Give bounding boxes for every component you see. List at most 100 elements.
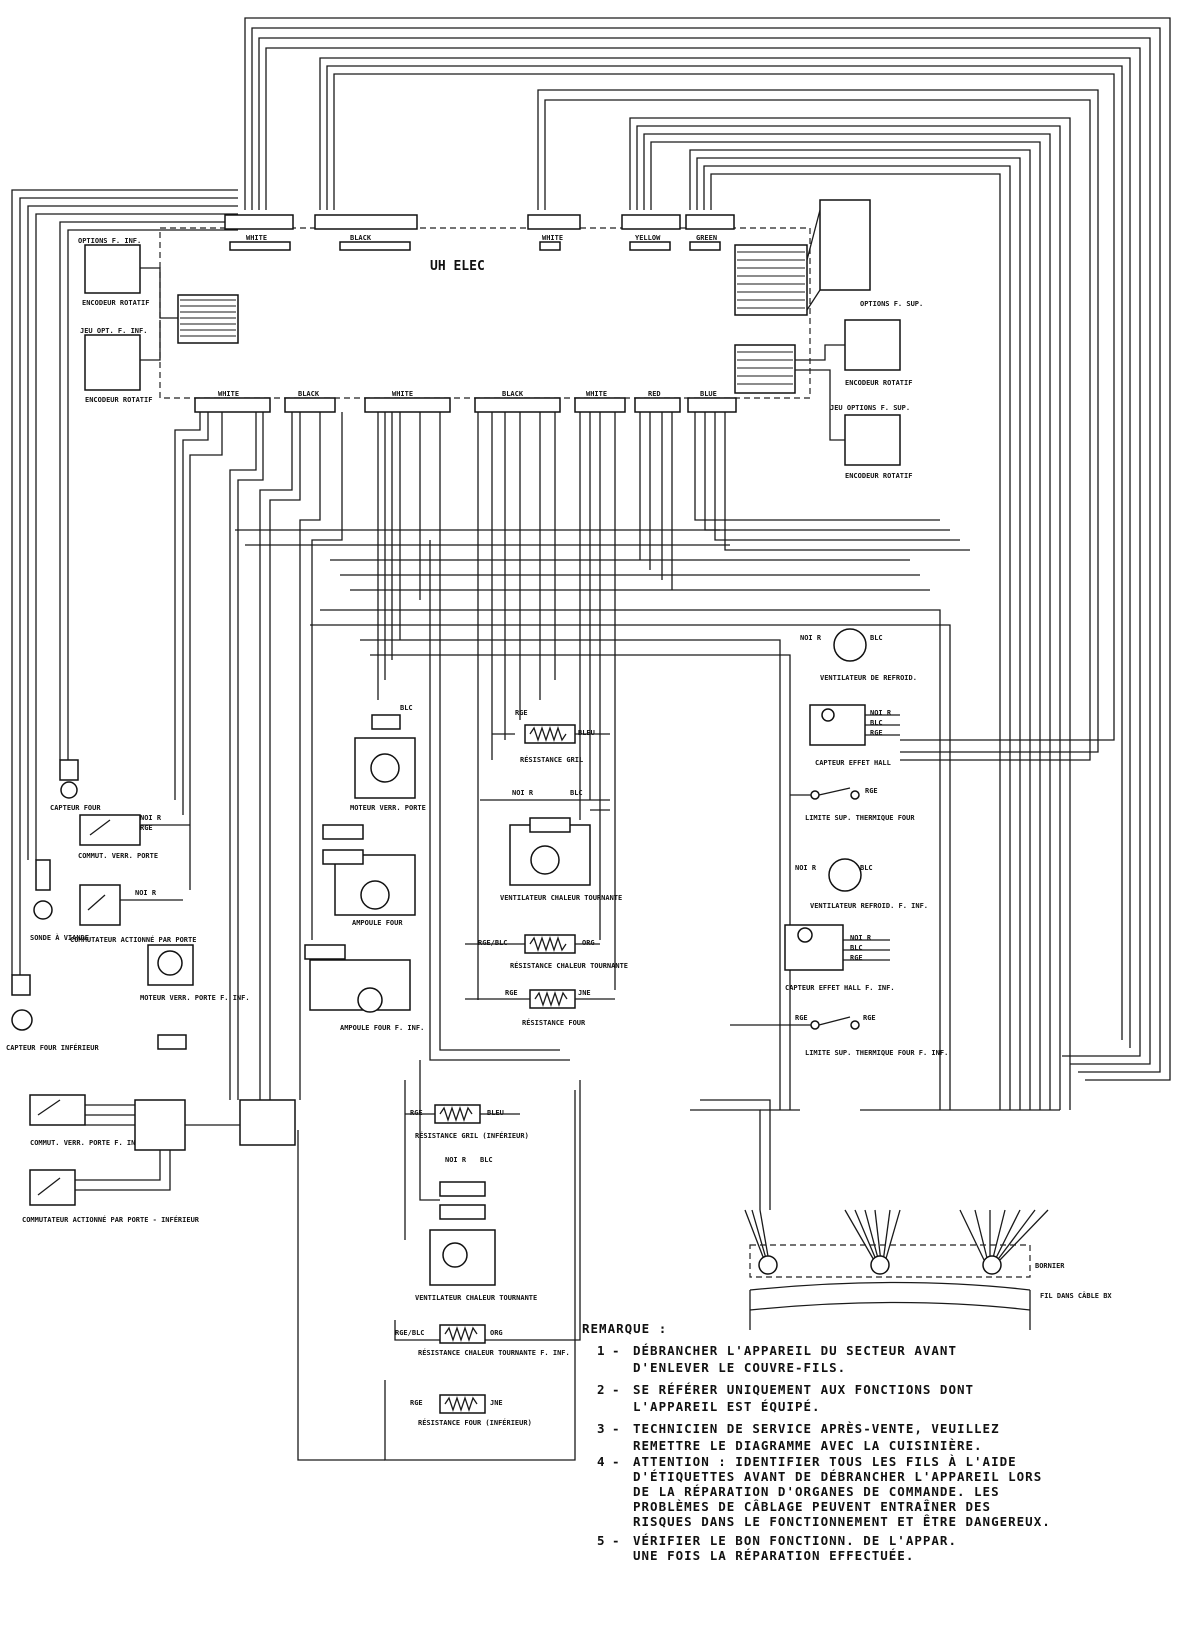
svg-text:BLC: BLC	[870, 634, 883, 642]
svg-text:JNE: JNE	[578, 989, 591, 997]
left-harness	[11, 189, 238, 975]
svg-text:LIMITE SUP. THERMIQUE FOUR F.: LIMITE SUP. THERMIQUE FOUR F. INF.	[805, 1049, 948, 1057]
svg-text:-: -	[612, 1382, 621, 1397]
sonde: SONDE À VIANDE	[30, 859, 89, 942]
svg-text:-: -	[612, 1421, 621, 1436]
svg-text:WHITE: WHITE	[218, 390, 239, 398]
svg-text:RGE: RGE	[505, 989, 518, 997]
svg-text:3: 3	[597, 1421, 606, 1436]
svg-text:NOI R: NOI R	[800, 634, 822, 642]
capteur-hall-inf: NOI R BLC RGE CAPTEUR EFFET HALL F. INF.	[784, 924, 895, 992]
capteur-hall: NOI R BLC RGE CAPTEUR EFFET HALL	[809, 704, 900, 767]
svg-text:NOI R: NOI R	[512, 789, 534, 797]
svg-text:BORNIER: BORNIER	[1035, 1262, 1065, 1270]
note-3-line-1: TECHNICIEN DE SERVICE APRÈS-VENTE, VEUIL…	[633, 1421, 1000, 1436]
svg-text:RÉSISTANCE GRIL (INFÉRIEUR): RÉSISTANCE GRIL (INFÉRIEUR)	[415, 1131, 529, 1140]
svg-text:VENTILATEUR CHALEUR TOURNANTE: VENTILATEUR CHALEUR TOURNANTE	[415, 1294, 537, 1302]
svg-text:CAPTEUR EFFET HALL F. INF.: CAPTEUR EFFET HALL F. INF.	[785, 984, 895, 992]
capteur-four: CAPTEUR FOUR	[50, 759, 101, 812]
connector-hatching	[180, 251, 805, 385]
vent-refroid-inf: NOI R BLC VENTILATEUR REFROID. F. INF.	[795, 858, 928, 910]
vent-chaleur: VENTILATEUR CHALEUR TOURNANTE NOI R BLC	[480, 789, 622, 902]
svg-text:GREEN: GREEN	[696, 234, 717, 242]
svg-text:RÉSISTANCE FOUR (INFÉRIEUR): RÉSISTANCE FOUR (INFÉRIEUR)	[418, 1418, 532, 1427]
svg-text:MOTEUR VERR. PORTE F. INF.: MOTEUR VERR. PORTE F. INF.	[140, 994, 250, 1002]
notes-block: REMARQUE : 1 - DÉBRANCHER L'APPAREIL DU …	[582, 1321, 1050, 1563]
notes-heading: REMARQUE :	[582, 1321, 667, 1336]
note-1-line-1: DÉBRANCHER L'APPAREIL DU SECTEUR AVANT	[633, 1343, 957, 1358]
top-harness	[244, 17, 1171, 1110]
svg-text:AMPOULE FOUR: AMPOULE FOUR	[352, 919, 403, 927]
svg-text:-: -	[612, 1343, 621, 1358]
svg-text:COMMUT. VERR. PORTE: COMMUT. VERR. PORTE	[78, 852, 158, 860]
svg-text:RGE: RGE	[863, 1014, 876, 1022]
svg-text:1: 1	[597, 1343, 606, 1358]
svg-text:SONDE À VIANDE: SONDE À VIANDE	[30, 933, 89, 942]
res-chaleur-inf: RGE/BLC ORG RÉSISTANCE CHALEUR TOURNANTE…	[395, 1324, 570, 1357]
commut-verr-porte-inf: COMMUT. VERR. PORTE F. INF.	[29, 1094, 296, 1151]
svg-text:OPTIONS F. SUP.: OPTIONS F. SUP.	[860, 300, 923, 308]
svg-text:ENCODEUR ROTATIF: ENCODEUR ROTATIF	[85, 396, 152, 404]
note-4-line-3: DE LA RÉPARATION D'ORGANES DE COMMANDE. …	[633, 1484, 1000, 1499]
svg-text:OPTIONS F. INF.: OPTIONS F. INF.	[78, 237, 141, 245]
svg-text:CAPTEUR FOUR: CAPTEUR FOUR	[50, 804, 101, 812]
right-connector-block-lower	[734, 344, 796, 394]
svg-text:WHITE: WHITE	[586, 390, 607, 398]
svg-text:BLC: BLC	[400, 704, 413, 712]
svg-text:YELLOW: YELLOW	[635, 234, 661, 242]
svg-text:ORG: ORG	[582, 939, 595, 947]
svg-text:-: -	[612, 1454, 621, 1469]
svg-text:COMMUTATEUR ACTIONNÉ PAR PORTE: COMMUTATEUR ACTIONNÉ PAR PORTE - INFÉRIE…	[22, 1215, 200, 1224]
svg-text:BLACK: BLACK	[298, 390, 320, 398]
commut-active-porte-inf: COMMUTATEUR ACTIONNÉ PAR PORTE - INFÉRIE…	[22, 1150, 200, 1224]
bottom-connectors: WHITE BLACK WHITE BLACK WHITE RED BLUE	[194, 390, 737, 413]
svg-text:NOI R: NOI R	[850, 934, 872, 942]
svg-text:RGE: RGE	[410, 1399, 423, 1407]
svg-text:RGE: RGE	[515, 709, 528, 717]
svg-text:VENTILATEUR DE REFROID.: VENTILATEUR DE REFROID.	[820, 674, 917, 682]
svg-text:ENCODEUR ROTATIF: ENCODEUR ROTATIF	[845, 379, 912, 387]
note-3-line-2: REMETTRE LE DIAGRAMME AVEC LA CUISINIÈRE…	[633, 1438, 983, 1453]
svg-text:WHITE: WHITE	[542, 234, 563, 242]
svg-text:ENCODEUR ROTATIF: ENCODEUR ROTATIF	[82, 299, 149, 307]
svg-text:RGE/BLC: RGE/BLC	[395, 1329, 425, 1337]
svg-text:NOI R: NOI R	[445, 1156, 467, 1164]
limite-inf: RGE RGE LIMITE SUP. THERMIQUE FOUR F. IN…	[730, 1014, 948, 1057]
svg-text:RÉSISTANCE CHALEUR TOURNANTE: RÉSISTANCE CHALEUR TOURNANTE	[510, 961, 628, 970]
note-2-line-1: SE RÉFÉRER UNIQUEMENT AUX FONCTIONS DONT	[633, 1382, 974, 1397]
svg-text:ORG: ORG	[490, 1329, 503, 1337]
svg-text:BLEU: BLEU	[578, 729, 595, 737]
ampoule-four: AMPOULE FOUR	[322, 824, 416, 927]
board-title: UH ELEC	[430, 259, 485, 274]
res-four: RGE JNE RÉSISTANCE FOUR	[465, 989, 615, 1027]
svg-text:BLEU: BLEU	[487, 1109, 504, 1117]
commut-active-porte: COMMUTATEUR ACTIONNÉ PAR PORTE NOI R	[70, 884, 196, 944]
svg-text:WHITE: WHITE	[246, 234, 267, 242]
ampoule-four-inf: AMPOULE FOUR F. INF.	[304, 944, 424, 1032]
note-4-line-2: D'ÉTIQUETTES AVANT DE DÉBRANCHER L'APPAR…	[633, 1469, 1042, 1484]
option-inf-group: OPTIONS F. INF. ENCODEUR ROTATIF JEU OPT…	[78, 237, 178, 404]
svg-text:LIMITE SUP. THERMIQUE FOUR: LIMITE SUP. THERMIQUE FOUR	[805, 814, 915, 822]
svg-text:AMPOULE FOUR F. INF.: AMPOULE FOUR F. INF.	[340, 1024, 424, 1032]
note-2-line-2: L'APPAREIL EST ÉQUIPÉ.	[633, 1399, 821, 1414]
moteur-verr-porte: MOTEUR VERR. PORTE BLC	[350, 704, 426, 812]
limite-sup: RGE LIMITE SUP. THERMIQUE FOUR	[790, 787, 915, 822]
svg-text:BLACK: BLACK	[350, 234, 372, 242]
svg-text:JEU OPT. F. INF.: JEU OPT. F. INF.	[80, 327, 147, 335]
svg-text:NOI R: NOI R	[870, 709, 892, 717]
option-sup-group: OPTIONS F. SUP. ENCODEUR ROTATIF JEU OPT…	[795, 199, 923, 480]
svg-text:WHITE: WHITE	[392, 390, 413, 398]
svg-text:BLC: BLC	[480, 1156, 493, 1164]
right-connector-block	[734, 244, 808, 316]
svg-text:CAPTEUR FOUR INFÉRIEUR: CAPTEUR FOUR INFÉRIEUR	[6, 1043, 100, 1052]
svg-text:JEU OPTIONS F. SUP.: JEU OPTIONS F. SUP.	[830, 404, 910, 412]
capteur-four-inf: CAPTEUR FOUR INFÉRIEUR	[6, 974, 100, 1052]
top-connectors: WHITE BLACK WHITE YELLOW GREEN	[224, 214, 735, 251]
svg-text:VENTILATEUR CHALEUR TOURNANTE: VENTILATEUR CHALEUR TOURNANTE	[500, 894, 622, 902]
svg-text:JNE: JNE	[490, 1399, 503, 1407]
svg-text:2: 2	[597, 1382, 606, 1397]
svg-text:-: -	[612, 1533, 621, 1548]
res-gril: RÉSISTANCE GRIL RGE BLEU	[492, 709, 610, 764]
svg-text:BLC: BLC	[860, 864, 873, 872]
